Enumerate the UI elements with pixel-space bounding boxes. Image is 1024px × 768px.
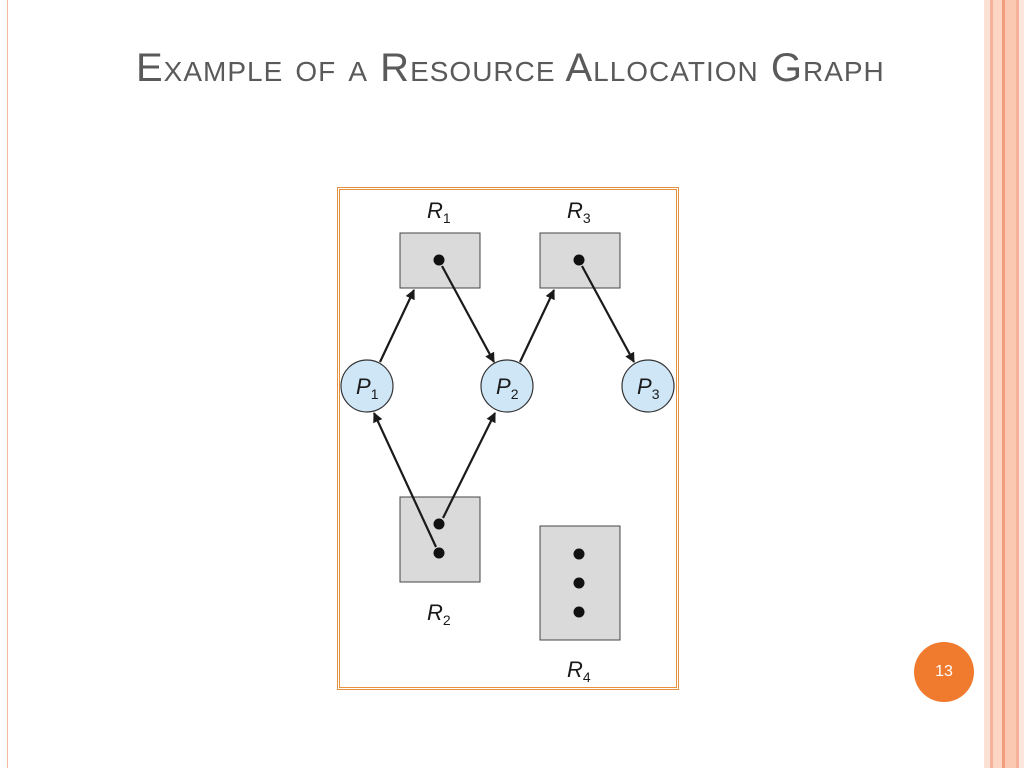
edge-p2-to-r3 <box>519 289 555 363</box>
r2-instance-dot <box>433 518 445 530</box>
process-label-p3: P3 <box>637 374 660 402</box>
right-decorative-stripes <box>984 0 1024 768</box>
r1-instance-dot <box>433 254 445 266</box>
resource-label-r2: R2 <box>427 600 451 628</box>
edge-r2-to-p1 <box>373 412 437 548</box>
process-node-p2 <box>480 359 534 413</box>
resource-label-r3: R3 <box>567 198 591 226</box>
r4-instance-dot <box>573 548 585 560</box>
r3-instance-dot <box>573 254 585 266</box>
r4-instance-dot <box>573 606 585 618</box>
diagram-frame <box>337 187 679 690</box>
edge-r1-to-p2 <box>441 265 495 363</box>
r4-instance-dot <box>573 577 585 589</box>
resource-label-r1: R1 <box>427 198 451 226</box>
slide-title: Example of a Resource Allocation Graph <box>136 46 885 90</box>
process-node-p3 <box>621 359 675 413</box>
r2-instance-dot <box>433 547 445 559</box>
process-label-p1: P1 <box>356 374 379 402</box>
edge-p1-to-r1 <box>379 289 415 363</box>
left-border-line <box>7 0 8 768</box>
resource-label-r4: R4 <box>567 657 591 685</box>
edge-r3-to-p3 <box>581 265 635 363</box>
resource-box-r2 <box>399 496 481 583</box>
page-number-badge: 13 <box>914 642 974 702</box>
process-node-p1 <box>340 359 394 413</box>
edge-r2-to-p2 <box>442 412 496 519</box>
process-label-p2: P2 <box>496 374 519 402</box>
